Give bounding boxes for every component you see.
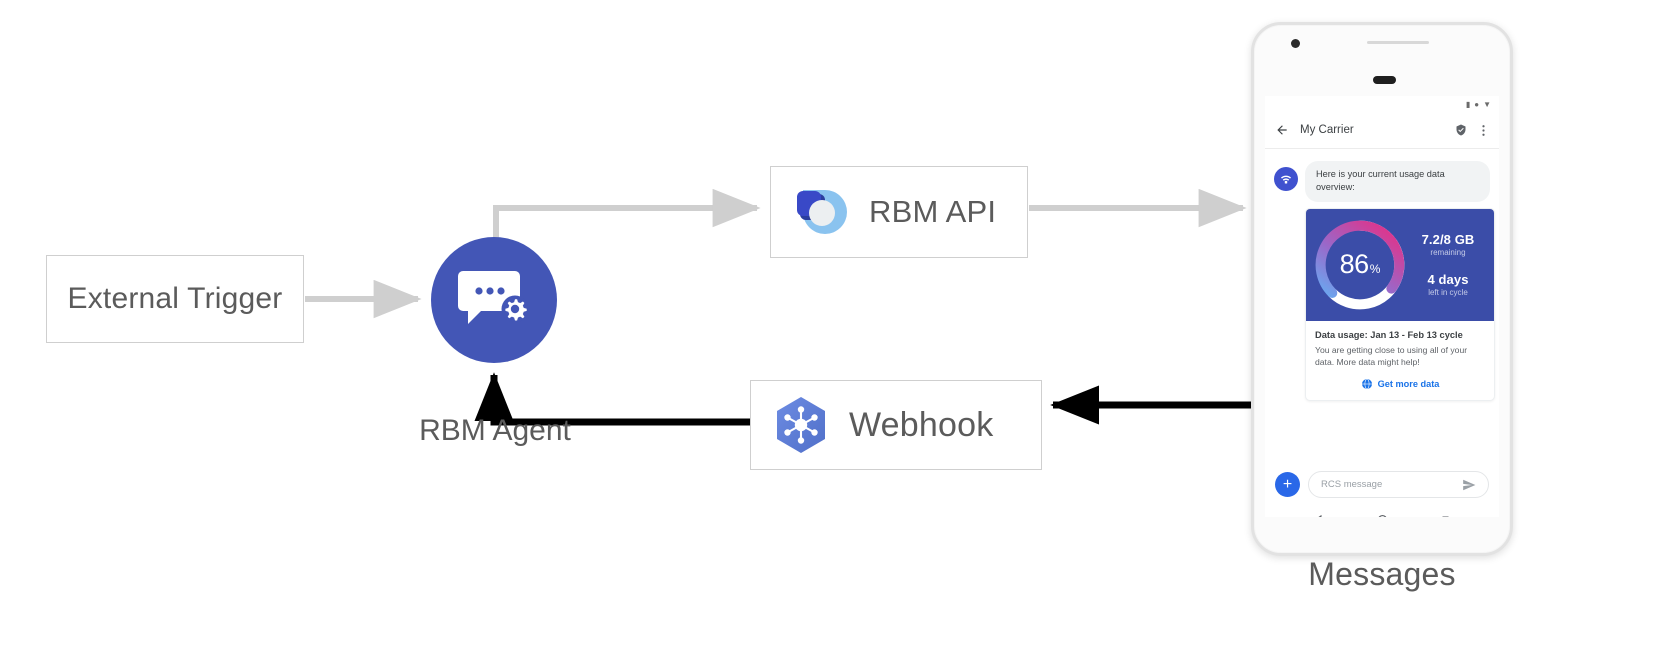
rcs-message-input[interactable]: RCS message	[1308, 471, 1489, 498]
plus-icon[interactable]: +	[1275, 472, 1300, 497]
rbm-agent-label: RBM Agent	[419, 414, 571, 447]
data-remaining-value: 7.2/8 GB	[1421, 232, 1475, 248]
card-media: 86 % 7.2/8 GB remaining 4 days left in c…	[1306, 208, 1494, 321]
rbm-agent-node[interactable]	[431, 237, 557, 363]
wifi-dot-icon: ●	[1474, 100, 1480, 109]
webhook-label: Webhook	[849, 405, 994, 444]
cloud-functions-hexagon-icon	[777, 397, 825, 453]
phone-earpiece	[1373, 76, 1396, 84]
card-title: Data usage: Jan 13 - Feb 13 cycle	[1315, 329, 1463, 340]
phone-top-speaker	[1367, 41, 1429, 44]
signal-icon: ▮	[1465, 100, 1471, 109]
more-vert-icon[interactable]	[1478, 124, 1489, 137]
phone-mockup: ▮ ● ▼ My Carrier	[1251, 22, 1513, 556]
gauge-value: 86	[1339, 249, 1370, 280]
external-trigger-node[interactable]: External Trigger	[46, 255, 304, 343]
carrier-wifi-avatar-icon	[1274, 167, 1298, 191]
rcs-message-placeholder: RCS message	[1321, 479, 1383, 490]
verified-shield-icon[interactable]	[1455, 124, 1467, 136]
get-more-data-label: Get more data	[1377, 378, 1440, 389]
data-remaining-caption: remaining	[1430, 248, 1466, 258]
days-left-caption: left in cycle	[1428, 288, 1468, 298]
gauge-unit: %	[1369, 261, 1381, 276]
gauge-value-group: 86 %	[1312, 217, 1408, 313]
phone-camera-icon	[1291, 39, 1300, 48]
stat-spacer	[1408, 257, 1488, 272]
usage-gauge: 86 %	[1312, 217, 1408, 313]
connector-agent-to-api	[493, 188, 761, 245]
nav-home-circle-icon[interactable]	[1377, 514, 1388, 518]
nav-back-triangle-icon[interactable]	[1314, 514, 1324, 517]
rbm-api-logo-icon	[797, 190, 847, 234]
card-body: Data usage: Jan 13 - Feb 13 cycle You ar…	[1306, 321, 1494, 400]
nav-recents-square-icon[interactable]	[1441, 515, 1450, 518]
rbm-api-node[interactable]: RBM API	[770, 166, 1028, 258]
message-row: Here is your current usage data overview…	[1274, 161, 1490, 202]
days-left-value: 4 days	[1427, 272, 1469, 288]
android-nav-bar	[1265, 505, 1499, 517]
rich-card[interactable]: 86 % 7.2/8 GB remaining 4 days left in c…	[1305, 207, 1495, 401]
globe-icon	[1360, 378, 1372, 389]
battery-icon: ▼	[1483, 100, 1491, 109]
phone-caption: Messages	[1308, 556, 1456, 592]
chat-area: Here is your current usage data overview…	[1265, 149, 1499, 464]
card-description: You are getting close to using all of yo…	[1315, 344, 1468, 368]
card-stats: 7.2/8 GB remaining 4 days left in cycle	[1408, 232, 1494, 297]
get-more-data-button[interactable]: Get more data	[1315, 369, 1485, 392]
app-header: My Carrier	[1265, 112, 1499, 149]
external-trigger-label: External Trigger	[67, 282, 283, 315]
composer: + RCS message	[1265, 464, 1499, 505]
status-bar: ▮ ● ▼	[1265, 96, 1499, 112]
webhook-node[interactable]: Webhook	[750, 380, 1042, 470]
chat-gear-icon	[458, 271, 529, 324]
rbm-api-label: RBM API	[869, 194, 997, 229]
back-arrow-icon[interactable]	[1275, 123, 1289, 137]
send-icon[interactable]	[1462, 478, 1476, 492]
app-title: My Carrier	[1300, 124, 1354, 136]
message-bubble: Here is your current usage data overview…	[1305, 161, 1490, 202]
phone-screen: ▮ ● ▼ My Carrier	[1265, 96, 1499, 517]
